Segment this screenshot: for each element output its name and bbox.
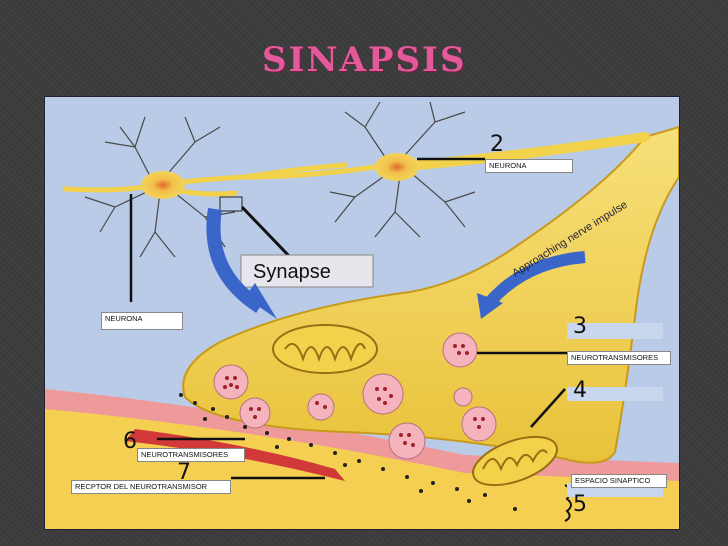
label-neurona-left: NEURONA (101, 312, 183, 330)
synapse-arrow-head (245, 283, 277, 319)
number-3: 3 (573, 314, 587, 339)
synapse-marker (219, 196, 243, 212)
synapse-pointer (240, 205, 292, 259)
label-neurotransmisores-right: NEUROTRANSMISORES (567, 351, 671, 365)
impulse-arrow (485, 251, 586, 307)
neuron-body-left (141, 171, 185, 199)
leader-lines (129, 157, 570, 480)
neuron-body-right (375, 153, 419, 181)
number-5: 5 (573, 492, 587, 517)
synapse-caption-box (240, 254, 374, 288)
vesicle-contents (223, 344, 485, 447)
slide-title: SINAPSIS (262, 40, 467, 80)
label-espacio-sinaptico: ESPACIO SINAPTICO (571, 474, 667, 488)
label-receptor: RECPTOR DEL NEUROTRANSMISOR (71, 480, 231, 494)
synapse-diagram: Synapse Approaching nerve impulse (44, 96, 680, 530)
label-neurona-top: NEURONA (485, 159, 573, 173)
number-2: 2 (490, 132, 504, 157)
vesicles (213, 332, 497, 460)
impulse-arrow-head (477, 293, 503, 319)
dendrites (84, 101, 476, 258)
number-7: 7 (177, 460, 191, 485)
number-6: 6 (123, 429, 137, 454)
diagram-canvas: Synapse Approaching nerve impulse (45, 101, 679, 529)
number-4: 4 (573, 378, 587, 403)
postsynaptic-yellow-band (45, 402, 679, 529)
synapse-caption: Synapse (253, 261, 331, 283)
released-neurotransmitters (179, 393, 517, 511)
label-neurotransmisores-left: NEUROTRANSMISORES (137, 448, 245, 462)
